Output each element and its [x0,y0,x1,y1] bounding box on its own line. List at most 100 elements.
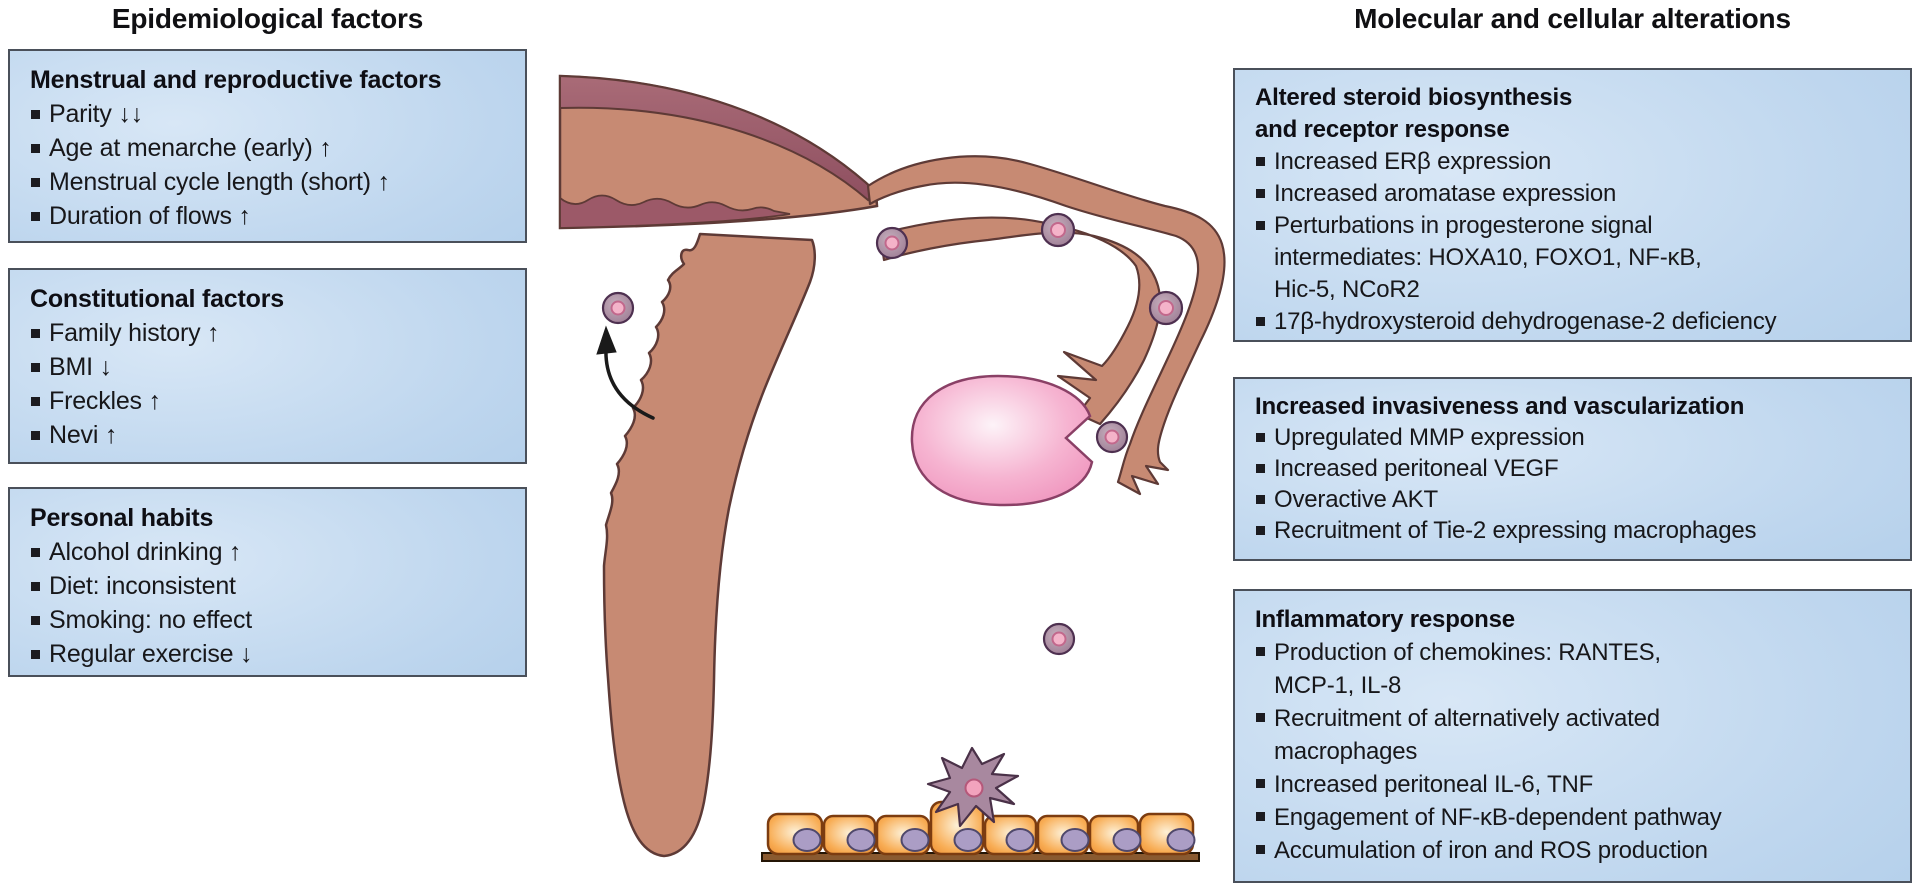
bullet-item-text: Increased peritoneal VEGF [1274,455,1559,482]
bullet-item-text: Regular exercise ↓ [49,640,253,668]
fallopian-tube-upper-wall [866,155,1226,496]
box-heading: Altered steroid biosynthesis and recepto… [1255,84,1573,143]
bullet-square-icon [1256,526,1265,535]
box-heading: Inflammatory response [1255,606,1515,633]
bullet-item-text: Parity ↓↓ [49,100,144,128]
bullet-square-icon [1256,647,1265,656]
bullet-item-text: 17β-hydroxysteroid dehydrogenase-2 defic… [1274,308,1777,335]
endometrial-cell [1040,212,1076,248]
bullet-item-text: Alcohol drinking ↑ [49,538,242,566]
bullet-item-text: Age at menarche (early) ↑ [49,134,332,162]
box-heading: Personal habits [30,504,214,532]
endometrial-cell [875,226,909,260]
bullet-item: Diet: inconsistent [30,569,511,603]
endometrial-cell [601,291,635,325]
bullet-square-icon [31,144,40,153]
bullet-square-icon [1256,433,1265,442]
bullet-item: Production of chemokines: RANTES, MCP-1,… [1255,636,1896,702]
bullet-item: Increased peritoneal VEGF [1255,453,1896,484]
bullet-square-icon [31,329,40,338]
bullet-square-icon [31,397,40,406]
bullet-square-icon [31,110,40,119]
bullet-item: Recruitment of Tie-2 expressing macropha… [1255,515,1896,546]
bullet-square-icon [1256,221,1265,230]
endometrial-cell [1148,290,1184,326]
bullet-item-text: Duration of flows ↑ [49,202,251,230]
bullet-square-icon [31,582,40,591]
bullet-item-text: BMI ↓ [49,353,112,381]
bullet-item: Freckles ↑ [30,384,511,418]
bullet-item-text: Increased peritoneal IL-6, TNF [1274,771,1594,798]
bullet-item-text: Smoking: no effect [49,606,253,634]
bullet-item-text: Overactive AKT [1274,486,1438,513]
bullet-item: Family history ↑ [30,316,511,350]
inflammatory-response-box: Inflammatory response Production of chem… [1233,589,1912,883]
attaching-endometrial-cell [926,746,1020,828]
bullet-item-text: Production of chemokines: RANTES, MCP-1,… [1274,639,1661,699]
bullet-item: BMI ↓ [30,350,511,384]
bullet-square-icon [31,616,40,625]
bullet-square-icon [1256,157,1265,166]
bullet-square-icon [1256,495,1265,504]
bullet-item: 17β-hydroxysteroid dehydrogenase-2 defic… [1255,306,1896,338]
uterus-outer-dark-band [559,74,878,202]
bullet-square-icon [1256,317,1265,326]
bullet-item-text: Accumulation of iron and ROS production [1274,837,1708,864]
bullet-item-text: Increased ERβ expression [1274,148,1552,175]
fallopian-tube-lower-wall [878,216,1162,426]
bullet-item: Smoking: no effect [30,603,511,637]
endometrial-cell [1095,420,1129,454]
bullet-item-text: Perturbations in progesterone signal int… [1274,212,1702,303]
bullet-square-icon [1256,713,1265,722]
bullet-square-icon [1256,845,1265,854]
endometrium-wavy-band [559,194,791,229]
bullet-square-icon [31,650,40,659]
bullet-item: Menstrual cycle length (short) ↑ [30,165,511,199]
bullet-item: Engagement of NF-κB-dependent pathway [1255,801,1896,834]
constitutional-factors-box: Constitutional factors Family history ↑ B… [8,268,527,464]
bullet-item: Perturbations in progesterone signal int… [1255,210,1896,306]
bullet-item: Upregulated MMP expression [1255,422,1896,453]
bullet-item: Duration of flows ↑ [30,199,511,233]
bullet-item-text: Diet: inconsistent [49,572,236,600]
bullet-item-text: Nevi ↑ [49,421,118,449]
bullet-square-icon [31,548,40,557]
bullet-square-icon [1256,189,1265,198]
endometrial-cells [601,212,1184,656]
bullet-square-icon [31,363,40,372]
box-heading: Constitutional factors [30,285,284,313]
bullet-item: Increased aromatase expression [1255,178,1896,210]
bullet-square-icon [1256,812,1265,821]
bullet-item: Parity ↓↓ [30,97,511,131]
right-panel-title: Molecular and cellular alterations [1354,3,1791,34]
bullet-item-text: Freckles ↑ [49,387,161,415]
bullet-item-text: Family history ↑ [49,319,220,347]
bullet-square-icon [31,178,40,187]
bullet-item: Accumulation of iron and ROS production [1255,834,1896,867]
bullet-square-icon [31,212,40,221]
personal-habits-box: Personal habits Alcohol drinking ↑ Diet: … [8,487,527,677]
box-heading: Menstrual and reproductive factors [30,66,442,94]
bullet-item: Alcohol drinking ↑ [30,535,511,569]
bullet-item-text: Menstrual cycle length (short) ↑ [49,168,390,196]
uterus [558,74,879,230]
bullet-square-icon [1256,464,1265,473]
cervical-canal [602,232,816,858]
bullet-item: Age at menarche (early) ↑ [30,131,511,165]
bullet-item-text: Engagement of NF-κB-dependent pathway [1274,804,1722,831]
ovary [910,374,1094,507]
basement-membrane-bar [761,852,1200,862]
bullet-item-text: Increased aromatase expression [1274,180,1617,207]
left-panel-title: Epidemiological factors [111,3,424,34]
bullet-item: Recruitment of alternatively activated m… [1255,702,1896,768]
bullet-item: Overactive AKT [1255,484,1896,515]
bullet-item: Regular exercise ↓ [30,637,511,671]
bullet-item-text: Upregulated MMP expression [1274,424,1585,451]
bullet-item-text: Recruitment of alternatively activated m… [1274,705,1660,765]
bullet-square-icon [1256,779,1265,788]
bullet-item: Increased ERβ expression [1255,146,1896,178]
bullet-square-icon [31,431,40,440]
menstrual-reproductive-factors-box: Menstrual and reproductive factors Parit… [8,49,527,243]
altered-steroid-biosynthesis-box: Altered steroid biosynthesis and recepto… [1233,68,1912,342]
